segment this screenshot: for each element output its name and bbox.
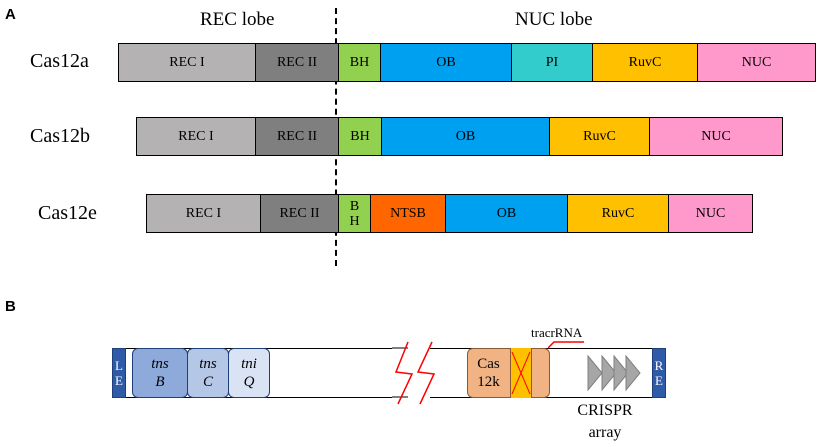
cas12e-nuc-domain: NUC (668, 194, 753, 233)
break-mark-left (394, 341, 414, 405)
left-end-box: L E (112, 348, 126, 398)
cas12a-ob-domain: OB (380, 43, 512, 82)
cas12a-rec2-domain: REC II (255, 43, 339, 82)
crispr-label-line1: CRISPR (577, 402, 633, 419)
cas12b-nuc-domain: NUC (649, 117, 783, 156)
cas12k-label-line2: 12k (477, 374, 500, 390)
cas12a-nuc-domain: NUC (697, 43, 816, 82)
tniq-gene-box: tni Q (228, 348, 270, 398)
right-end-box: R E (652, 348, 666, 398)
cas12a-rec1-domain: REC I (118, 43, 256, 82)
crispr-repeat-1 (587, 354, 603, 392)
cas12e-rec1-domain: REC I (146, 194, 261, 233)
crispr-array-svg (586, 350, 641, 396)
cas12b-rec2-domain: REC II (255, 117, 339, 156)
protein-label-cas12e: Cas12e (38, 202, 97, 224)
break-mark-right (416, 341, 436, 405)
cas12a-pi-domain: PI (511, 43, 593, 82)
tracrrna-arrow-svg (548, 341, 584, 349)
cas12a-ruvc-domain: RuvC (592, 43, 698, 82)
crispr-repeat-4 (625, 354, 641, 392)
cas12e-ruvc-domain: RuvC (567, 194, 669, 233)
left-end-label: L E (115, 358, 123, 388)
cas12e-ob-domain: OB (445, 194, 568, 233)
nuc-lobe-label: NUC lobe (515, 9, 593, 30)
tnsb-gene-line2: B (155, 374, 165, 390)
cas12b-ob-domain: OB (381, 117, 550, 156)
cas12k-label: Cas 12k (467, 348, 510, 398)
protein-label-cas12b: Cas12b (30, 125, 90, 147)
cas12k-inactive-cross (511, 351, 531, 395)
tnsc-gene-box: tns C (187, 348, 229, 398)
cas12e-bh-label: B H (349, 198, 360, 229)
cas12k-gene-box (467, 348, 550, 398)
crispr-repeat-2 (601, 354, 617, 392)
tracrrna-label: tracrRNA (531, 325, 583, 340)
cas12b-ruvc-domain: RuvC (549, 117, 650, 156)
tnsc-gene-line1: tns (199, 356, 217, 372)
cas12e-ntsb-domain: NTSB (370, 194, 446, 233)
protein-label-cas12a: Cas12a (30, 50, 89, 72)
tniq-gene-line1: tni (241, 356, 257, 372)
crispr-repeat-3 (613, 354, 629, 392)
tnsc-gene-line2: C (202, 374, 213, 390)
cas12e-rec2-domain: REC II (260, 194, 339, 233)
panel-a-letter: A (5, 6, 16, 23)
cas12a-bh-domain: BH (338, 43, 381, 82)
cas12k-label-line1: Cas (477, 356, 500, 372)
cas12b-bh-domain: BH (338, 117, 382, 156)
crispr-label-line2: array (588, 424, 622, 441)
locus-lines-svg (392, 341, 436, 405)
tnsb-gene-line1: tns (151, 356, 169, 372)
right-end-label: R E (654, 358, 664, 388)
tracrrna-arrow (548, 341, 584, 349)
tnsb-gene-box: tns B (132, 348, 188, 398)
cas12e-bh-domain: B H (338, 194, 371, 233)
panel-b-letter: B (5, 298, 16, 315)
crispr-array-label: CRISPR array (555, 400, 655, 444)
cas12b-rec1-domain: REC I (136, 117, 256, 156)
rec-lobe-label: REC lobe (200, 9, 275, 30)
tniq-gene-line2: Q (243, 374, 255, 390)
